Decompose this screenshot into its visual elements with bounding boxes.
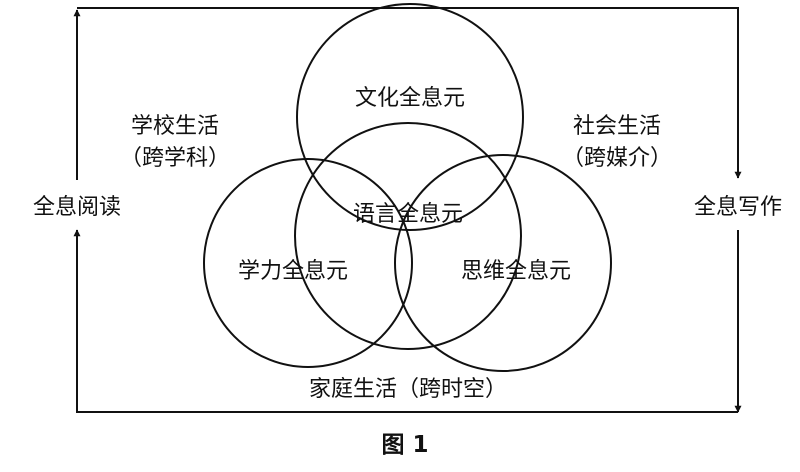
circle-language xyxy=(294,122,522,350)
bottom-to-reading-arrow xyxy=(73,229,738,413)
label-society-line2: （跨媒介） xyxy=(562,146,672,171)
label-writing: 全息写作 xyxy=(694,195,782,220)
circle-culture xyxy=(296,3,524,231)
label-learning: 学力全息元 xyxy=(238,259,348,284)
circle-thinking xyxy=(394,154,612,372)
label-reading: 全息阅读 xyxy=(33,195,121,220)
circle-learning xyxy=(203,158,413,368)
label-family: 家庭生活（跨时空） xyxy=(309,377,507,402)
top-to-writing-arrow xyxy=(77,7,742,179)
label-school-line1: 学校生活 xyxy=(131,114,219,139)
label-school-line2: （跨学科） xyxy=(120,146,230,171)
label-culture: 文化全息元 xyxy=(355,86,465,111)
label-thinking: 思维全息元 xyxy=(461,259,571,284)
label-society-line1: 社会生活 xyxy=(573,114,661,139)
label-language: 语言全息元 xyxy=(353,202,463,227)
figure-caption: 图 1 xyxy=(381,432,428,458)
